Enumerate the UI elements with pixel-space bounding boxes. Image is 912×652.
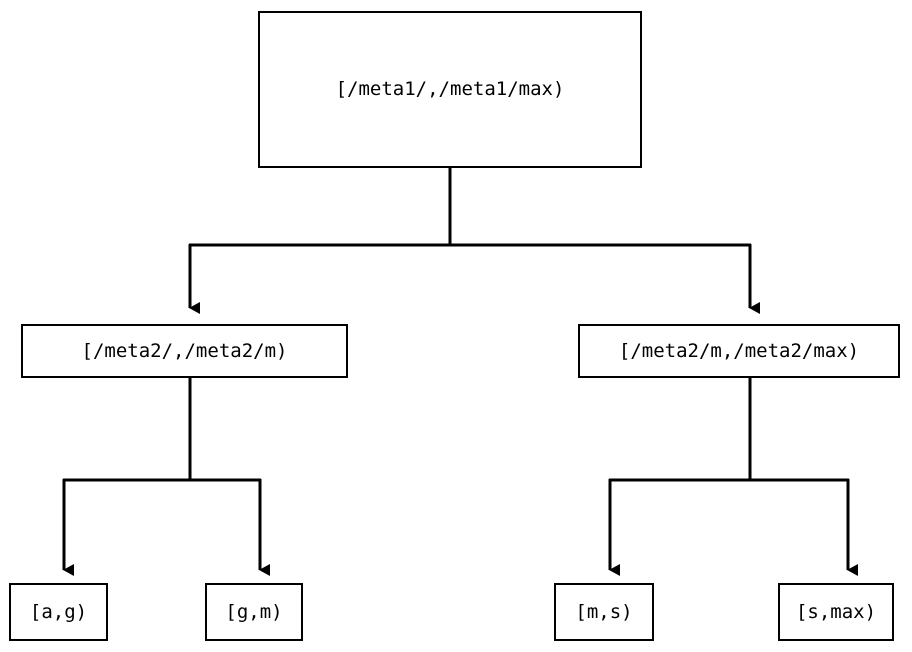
edge-mid-left-to-leaves [62,378,270,576]
node-mid-left-label: [/meta2/,/meta2/m) [81,339,288,362]
edge-root-to-mid-level [188,167,760,314]
node-root[interactable]: [/meta1/,/meta1/max) [258,11,642,168]
node-leaf-g-m-label: [g,m) [225,600,283,623]
node-leaf-s-max-label: [s,max) [795,600,877,623]
node-leaf-a-g[interactable]: [a,g) [9,583,108,641]
edge-mid-right-to-leaves [608,378,858,576]
node-leaf-g-m[interactable]: [g,m) [205,583,303,641]
node-leaf-m-s-label: [m,s) [575,600,633,623]
node-root-label: [/meta1/,/meta1/max) [335,78,565,100]
node-leaf-a-g-label: [a,g) [29,600,88,623]
node-mid-right[interactable]: [/meta2/m,/meta2/max) [578,324,900,378]
node-mid-left[interactable]: [/meta2/,/meta2/m) [21,324,348,378]
node-mid-right-label: [/meta2/m,/meta2/max) [618,339,860,362]
node-leaf-s-max[interactable]: [s,max) [778,583,894,641]
node-leaf-m-s[interactable]: [m,s) [554,583,654,641]
